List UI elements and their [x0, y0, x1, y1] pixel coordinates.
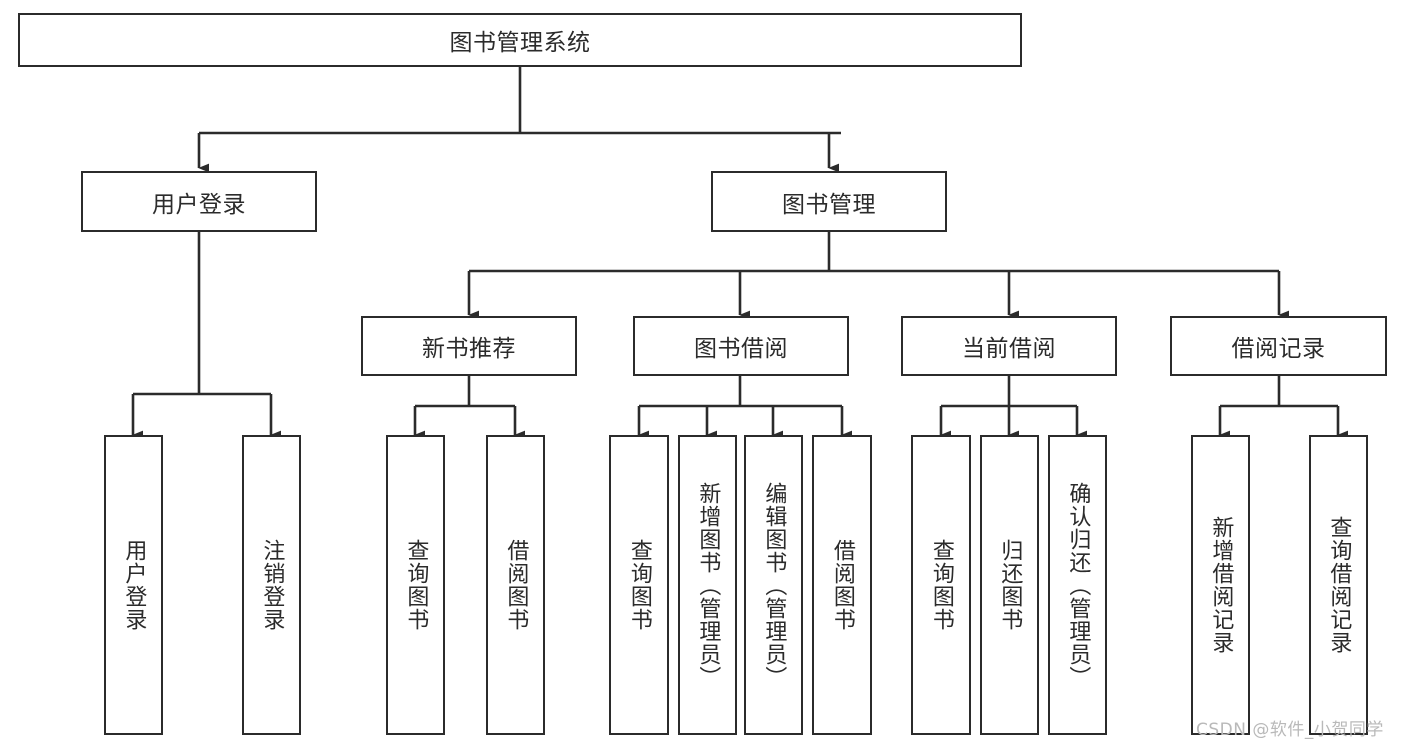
node-book-management[interactable]: 图书管理 [711, 171, 947, 232]
node-leaf-add-book-admin-label: 新增图书（管理员） [695, 481, 721, 689]
node-new-book-recommend-label: 新书推荐 [422, 336, 516, 362]
node-leaf-add-borrow-record-label: 新增借阅记录 [1208, 516, 1234, 654]
node-leaf-query-book-1[interactable]: 查询图书 [386, 435, 445, 735]
node-leaf-return-book-label: 归还图书 [997, 539, 1023, 631]
node-leaf-query-book-2-label: 查询图书 [626, 539, 652, 631]
node-leaf-user-login[interactable]: 用户登录 [104, 435, 163, 735]
node-new-book-recommend[interactable]: 新书推荐 [361, 316, 577, 376]
node-leaf-add-borrow-record[interactable]: 新增借阅记录 [1191, 435, 1250, 735]
node-leaf-query-book-3-label: 查询图书 [928, 539, 954, 631]
node-leaf-return-book[interactable]: 归还图书 [980, 435, 1039, 735]
node-root-label: 图书管理系统 [449, 30, 591, 56]
node-leaf-logout-login[interactable]: 注销登录 [242, 435, 301, 735]
node-leaf-borrow-book-2-label: 借阅图书 [829, 539, 855, 631]
node-leaf-confirm-return-admin-label: 确认归还（管理员） [1065, 481, 1091, 689]
node-leaf-query-book-2[interactable]: 查询图书 [609, 435, 669, 735]
node-root[interactable]: 图书管理系统 [18, 13, 1022, 67]
node-borrow-record[interactable]: 借阅记录 [1170, 316, 1387, 376]
node-leaf-query-book-3[interactable]: 查询图书 [911, 435, 971, 735]
node-leaf-edit-book-admin[interactable]: 编辑图书（管理员） [744, 435, 803, 735]
node-leaf-borrow-book-2[interactable]: 借阅图书 [812, 435, 872, 735]
node-borrow-record-label: 借阅记录 [1231, 336, 1326, 362]
node-leaf-query-borrow-record-label: 查询借阅记录 [1326, 516, 1352, 654]
node-leaf-query-borrow-record[interactable]: 查询借阅记录 [1309, 435, 1368, 735]
node-user-login-label: 用户登录 [152, 191, 246, 218]
node-book-borrow-label: 图书借阅 [694, 336, 788, 362]
node-leaf-user-login-label: 用户登录 [121, 539, 147, 631]
node-leaf-edit-book-admin-label: 编辑图书（管理员） [761, 481, 787, 689]
node-leaf-borrow-book-1[interactable]: 借阅图书 [486, 435, 545, 735]
node-leaf-logout-login-label: 注销登录 [259, 539, 285, 631]
node-leaf-query-book-1-label: 查询图书 [403, 539, 429, 631]
node-leaf-confirm-return-admin[interactable]: 确认归还（管理员） [1048, 435, 1107, 735]
node-leaf-borrow-book-1-label: 借阅图书 [503, 539, 529, 631]
watermark: CSDN @软件_小贺同学 [1196, 720, 1384, 740]
node-user-login[interactable]: 用户登录 [81, 171, 317, 232]
node-book-borrow[interactable]: 图书借阅 [633, 316, 849, 376]
node-leaf-add-book-admin[interactable]: 新增图书（管理员） [678, 435, 737, 735]
node-current-borrow-label: 当前借阅 [962, 336, 1056, 362]
node-current-borrow[interactable]: 当前借阅 [901, 316, 1117, 376]
node-book-management-label: 图书管理 [782, 191, 876, 218]
